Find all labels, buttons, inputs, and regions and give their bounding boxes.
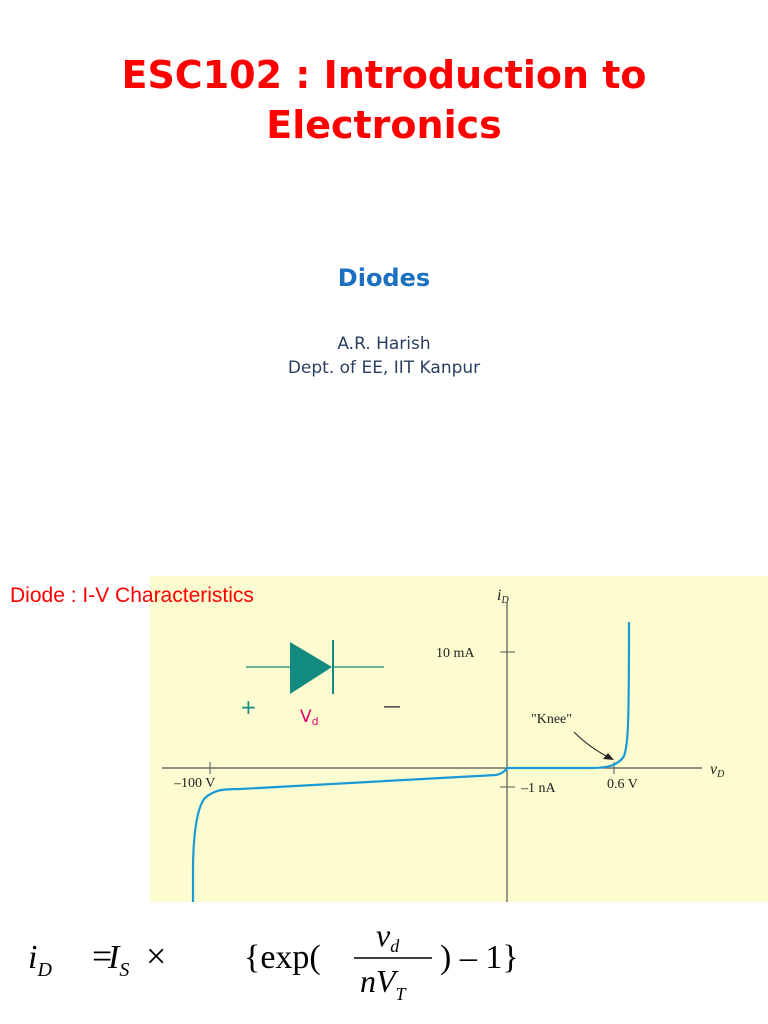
symbol-plus: + <box>240 695 257 719</box>
voltage-label: Vd <box>300 707 319 728</box>
y-axis-label: iD <box>497 587 509 606</box>
x-axis-label: vD <box>710 761 725 780</box>
iv-characteristic-plot: + — Vd iD vD 10 mA –100 V –1 nA 0.6 V "K… <box>162 587 725 902</box>
eq-current: iD <box>28 939 52 981</box>
iv-plot-background <box>150 576 768 902</box>
knee-arrowhead <box>603 753 614 760</box>
diode-equation: iD = IS × {exp( vd nVT ) – 1} <box>28 917 519 1004</box>
iv-curve <box>191 621 631 902</box>
diode-symbol <box>246 640 384 694</box>
title-line-2: Electronics <box>266 103 502 147</box>
section-heading: Diode : I-V Characteristics <box>10 584 254 607</box>
eq-equals: = <box>92 936 112 976</box>
diode-triangle <box>290 642 332 694</box>
eq-saturation-current: IS <box>107 939 129 981</box>
eq-times: × <box>146 936 166 976</box>
tick-06v-label: 0.6 V <box>607 777 638 792</box>
eq-denominator: nVT <box>360 963 408 1004</box>
tick-m1na-label: –1 nA <box>520 781 557 796</box>
eq-exp-close: ) – 1} <box>440 939 519 976</box>
slide-title: ESC102 : Introduction to Electronics <box>0 50 768 150</box>
eq-exp-open: {exp( <box>244 939 321 976</box>
knee-label: "Knee" <box>531 712 572 727</box>
symbol-minus: — <box>383 696 401 717</box>
author-name: A.R. Harish <box>337 334 431 354</box>
knee-arrow <box>573 731 611 759</box>
author-department: Dept. of EE, IIT Kanpur <box>287 358 481 378</box>
tick-m100v-label: –100 V <box>173 776 215 791</box>
slide-subtitle: Diodes <box>337 264 431 292</box>
tick-10ma-label: 10 mA <box>436 646 475 661</box>
title-line-1: ESC102 : Introduction to <box>121 53 647 97</box>
eq-numerator: vd <box>376 917 400 956</box>
